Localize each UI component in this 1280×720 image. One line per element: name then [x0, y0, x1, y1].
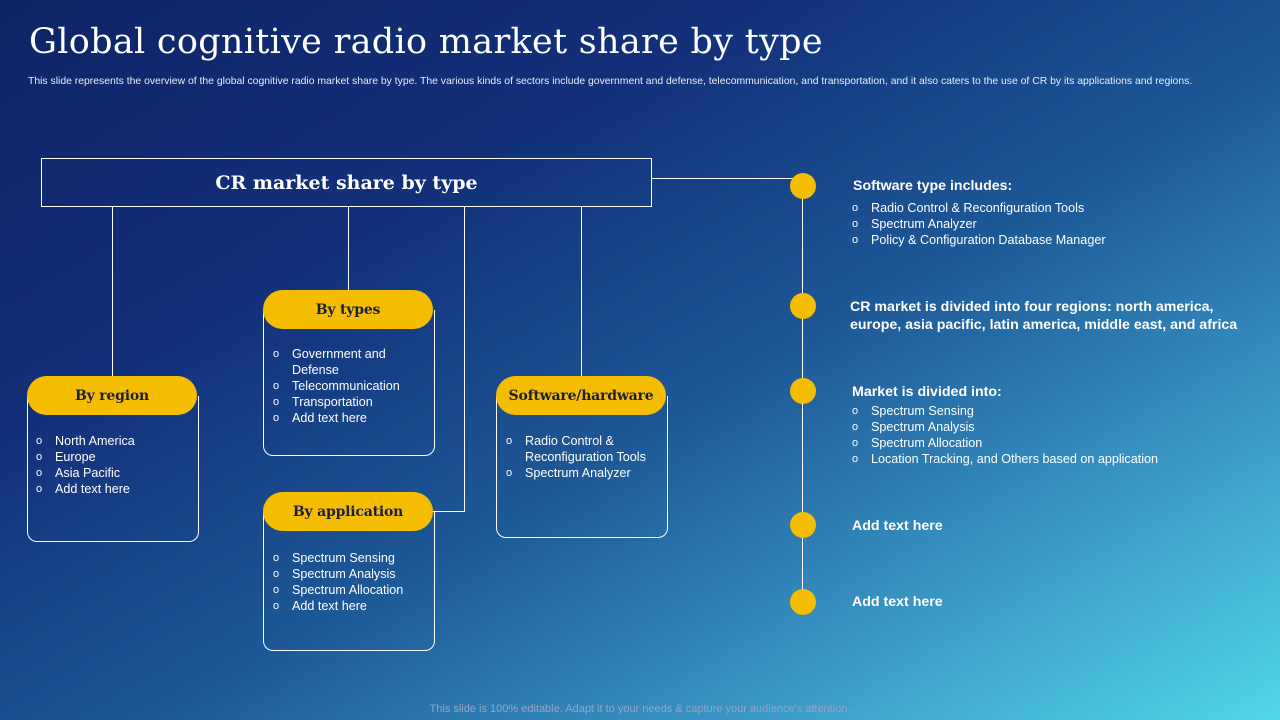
connector-application	[464, 206, 465, 512]
application-card	[263, 512, 435, 651]
types-card	[263, 310, 435, 456]
connector-application-horizontal	[433, 511, 465, 512]
timeline-dot-5	[790, 589, 816, 615]
timeline-dot-4	[790, 512, 816, 538]
timeline-dot-1	[790, 173, 816, 199]
timeline-dot-3	[790, 378, 816, 404]
footer-note: This slide is 100% editable. Adapt it to…	[429, 703, 851, 715]
connector-types	[348, 206, 349, 292]
region-pill: By region	[27, 376, 197, 415]
list-item: Defense	[292, 363, 339, 377]
connector-right	[651, 178, 803, 179]
add-text-5: Add text here	[852, 594, 943, 610]
regions-text-line1: CR market is divided into four regions: …	[850, 299, 1214, 315]
connector-region	[112, 206, 113, 378]
software-pill: Software/hardware	[496, 376, 666, 415]
market-divided-heading: Market is divided into:	[852, 384, 1002, 400]
region-card	[27, 396, 199, 542]
software-card	[496, 396, 668, 538]
list-item: Reconfiguration Tools	[525, 450, 646, 464]
regions-text-line2: europe, asia pacific, latin america, mid…	[850, 317, 1238, 333]
application-pill: By application	[263, 492, 433, 531]
page-subtitle: This slide represents the overview of th…	[28, 76, 1193, 87]
timeline-dot-2	[790, 293, 816, 319]
page-title: Global cognitive radio market share by t…	[29, 22, 823, 62]
add-text-4: Add text here	[852, 518, 943, 534]
connector-software	[581, 206, 582, 378]
software-type-heading: Software type includes:	[853, 178, 1013, 194]
main-category-box: CR market share by type	[41, 158, 652, 207]
types-pill: By types	[263, 290, 433, 329]
